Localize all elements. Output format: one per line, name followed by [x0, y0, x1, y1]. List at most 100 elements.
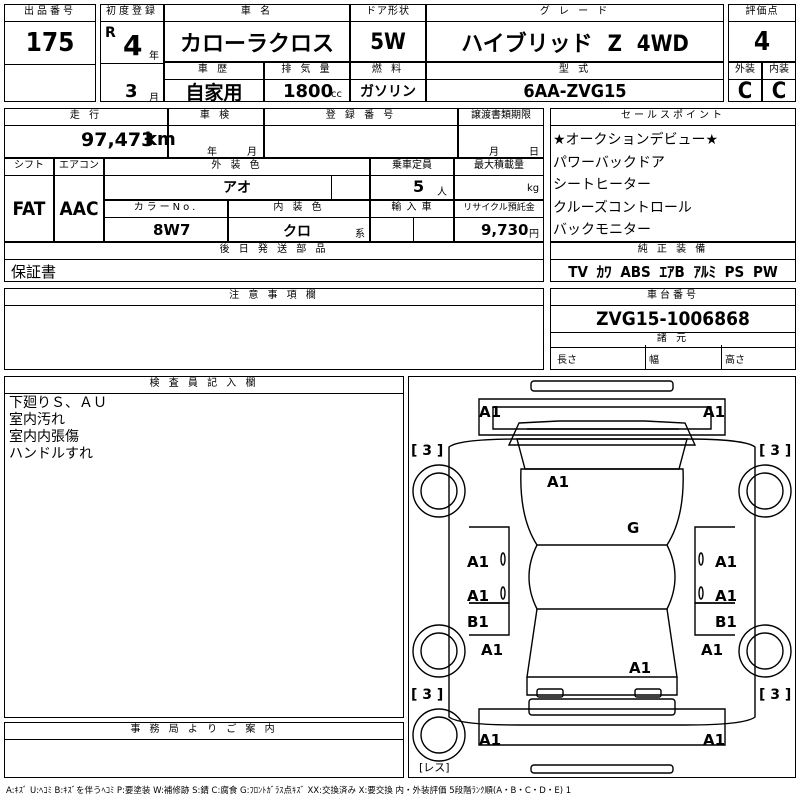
interior-color: クロ — [283, 224, 311, 240]
score: 4 — [753, 27, 771, 57]
exterior-color: アオ — [223, 180, 251, 196]
interior-color-box: 内 装 色 クロ 系 — [228, 200, 370, 242]
spec-label: 諸 元 — [551, 333, 795, 348]
tire-depth: [ 3 ] — [759, 687, 791, 703]
fuel: ガソリン — [360, 84, 416, 100]
notes-label: 注 意 事 項 欄 — [5, 289, 543, 306]
displacement-label: 排 気 量 — [265, 63, 349, 80]
era: R — [105, 25, 116, 41]
car-name: カローラクロス — [179, 32, 334, 57]
score-box: 評価点 4 — [728, 4, 796, 62]
later-parts: 保証書 — [11, 263, 57, 281]
tire-depth: [ 3 ] — [411, 443, 443, 459]
ac-label: エアコン — [55, 159, 103, 176]
sales-points-label: セールスポイント — [551, 109, 795, 126]
year-unit: 年 — [149, 51, 159, 62]
ext-label: 外装 — [729, 63, 761, 80]
later-parts-label: 後 日 発 送 部 品 — [5, 243, 543, 260]
color-label: 外 装 色 — [105, 159, 369, 176]
damage-mark: B1 — [467, 613, 489, 631]
capacity-unit: 人 — [437, 187, 447, 198]
fuel-box: 燃 料 ガソリン — [350, 62, 426, 102]
inspection-year-unit: 年 — [207, 147, 217, 158]
plate-label: 登 録 番 号 — [265, 109, 457, 126]
displacement-box: 排 気 量 1800 cc — [264, 62, 350, 102]
inspection-month-unit: 月 — [247, 147, 257, 158]
inspection-box: 車 検 年 月 — [168, 108, 264, 158]
damage-mark: A1 — [715, 587, 737, 605]
model-label: 型 式 — [427, 63, 723, 80]
damage-mark: A1 — [703, 731, 725, 749]
model-box: 型 式 6AA-ZVG15 — [426, 62, 724, 102]
import-box: 輸 入 車 — [370, 200, 454, 242]
inspector-line: 室内汚れ — [9, 412, 65, 428]
shift-label: シフト — [5, 159, 53, 176]
reg-month: 3 — [125, 81, 138, 102]
spare-tire: [レス] — [419, 761, 450, 774]
damage-mark: B1 — [715, 613, 737, 631]
width-label: 幅 — [649, 355, 659, 366]
car-diagram: A1 A1 A1 G A1 A1 A1 A1 B1 B1 A1 A1 A1 A1… — [411, 380, 792, 774]
displacement-unit: cc — [331, 89, 342, 100]
mileage: 97,473 — [81, 129, 155, 151]
inspection-label: 車 検 — [169, 109, 263, 126]
grade-label: グ レ ー ド — [427, 5, 723, 22]
history-label: 車 歴 — [165, 63, 263, 80]
month-unit: 月 — [149, 93, 159, 104]
later-parts-box: 後 日 発 送 部 品 保証書 — [4, 242, 544, 282]
capacity: 5 — [413, 177, 425, 196]
color-no-label: カラーNo. — [105, 201, 227, 218]
equipment-box: 純 正 装 備 TV ｶﾜ ABS ｴｱB ｱﾙﾐ PS PW — [550, 242, 796, 282]
damage-mark: A1 — [467, 553, 489, 571]
capacity-box: 乗車定員 5 人 — [370, 158, 454, 200]
sales-points: セールスポイント ★オークションデビュー★ パワーバックドア シートヒーター ク… — [550, 108, 796, 242]
shift: FAT — [12, 198, 46, 220]
color-no-box: カラーNo. 8W7 — [104, 200, 228, 242]
damage-mark: G — [627, 519, 639, 537]
chassis-label: 車台番号 — [551, 289, 795, 306]
damage-mark: A1 — [479, 403, 501, 421]
first-registration: 初度登録 R 4 年 3 月 — [100, 4, 164, 104]
damage-mark: A1 — [629, 659, 651, 677]
inspector-line: ハンドルすれ — [9, 446, 93, 462]
damage-mark: A1 — [547, 473, 569, 491]
damage-mark: A1 — [481, 641, 503, 659]
displacement: 1800 — [283, 81, 334, 102]
recycle-label: リサイクル預託金 — [455, 201, 543, 218]
inspector-box: 検 査 員 記 入 欄 下廻りＳ、ＡＵ 室内汚れ 室内内張傷 ハンドルすれ — [4, 376, 404, 718]
damage-mark: A1 — [467, 587, 489, 605]
recycle-box: リサイクル預託金 9,730 円 — [454, 200, 544, 242]
damage-mark: A1 — [703, 403, 725, 421]
color-no: 8W7 — [153, 221, 191, 239]
mileage-box: 走 行 97,473 km — [4, 108, 176, 158]
int-label: 内装 — [763, 63, 795, 80]
transfer-month-unit: 月 — [489, 147, 499, 158]
ac: AAC — [59, 198, 99, 220]
interior-grade: C — [771, 78, 787, 104]
reg-year: 4 — [123, 29, 143, 62]
plate-box: 登 録 番 号 — [264, 108, 458, 158]
exterior-grade: C — [737, 78, 753, 104]
equipment: TV ｶﾜ ABS ｴｱB ｱﾙﾐ PS PW — [568, 262, 778, 281]
chassis-box: 車台番号 ZVG15-1006868 諸 元 長さ 幅 高さ — [550, 288, 796, 370]
door-type: 5W — [370, 29, 406, 55]
load-label: 最大積載量 — [455, 159, 543, 176]
damage-mark: A1 — [479, 731, 501, 749]
recycle-unit: 円 — [529, 229, 539, 240]
exterior-grade-box: 外装 C — [728, 62, 762, 104]
sales-point-item: クルーズコントロール — [553, 199, 692, 216]
car-diagram-box: A1 A1 A1 G A1 A1 A1 A1 B1 B1 A1 A1 A1 A1… — [408, 376, 796, 778]
sales-point-item: ★オークションデビュー★ — [553, 132, 719, 148]
grade-box: グ レ ー ド ハイブリッド Z 4WD — [426, 4, 724, 62]
fuel-label: 燃 料 — [351, 63, 425, 80]
ac-box: エアコン AAC — [54, 158, 104, 242]
import-label: 輸 入 車 — [371, 201, 453, 218]
car-name-label: 車 名 — [165, 5, 349, 22]
color-box: 外 装 色 アオ — [104, 158, 370, 200]
sales-point-item: シートヒーター — [553, 177, 651, 193]
mileage-label: 走 行 — [5, 109, 167, 126]
first-reg-label: 初度登録 — [101, 5, 163, 22]
door-label: ドア形状 — [351, 5, 425, 22]
lot-label: 出品番号 — [5, 5, 95, 22]
capacity-label: 乗車定員 — [371, 159, 453, 176]
